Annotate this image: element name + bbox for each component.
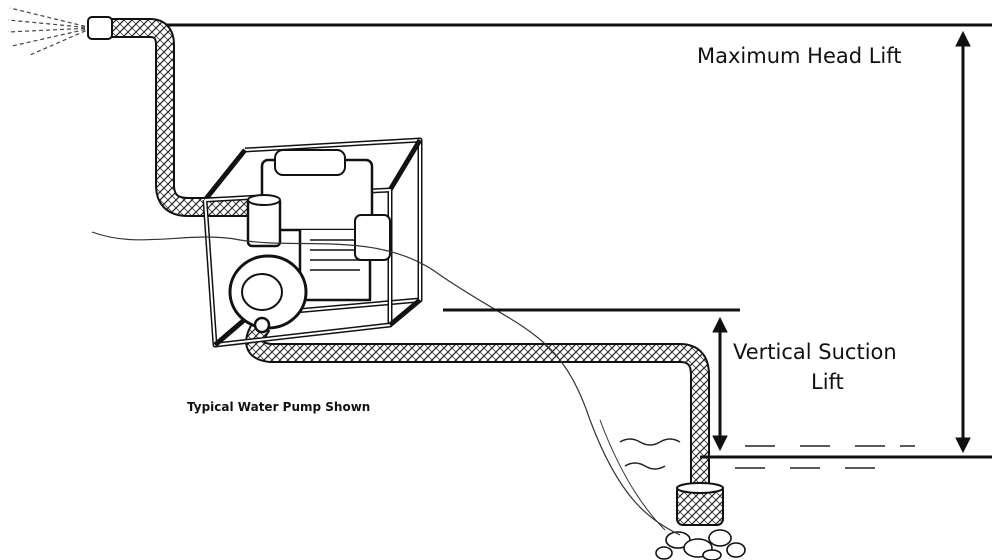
discharge-hose (87, 16, 250, 217)
vertical-suction-lift-label-line2: Lift (811, 370, 844, 394)
water-spray (7, 7, 93, 56)
suction-lift-arrow (712, 316, 728, 452)
vertical-suction-lift-label: Vertical Suction (733, 340, 897, 364)
water-pump (202, 137, 423, 348)
rocks (655, 529, 746, 560)
head-lift-arrow (955, 30, 971, 454)
max-head-lift-label: Maximum Head Lift (697, 44, 902, 68)
water-surface (619, 438, 992, 470)
pump-caption: Typical Water Pump Shown (187, 400, 371, 414)
wire-2 (599, 419, 666, 531)
strainer (676, 482, 724, 526)
nozzle (87, 16, 113, 40)
wire (91, 231, 681, 536)
